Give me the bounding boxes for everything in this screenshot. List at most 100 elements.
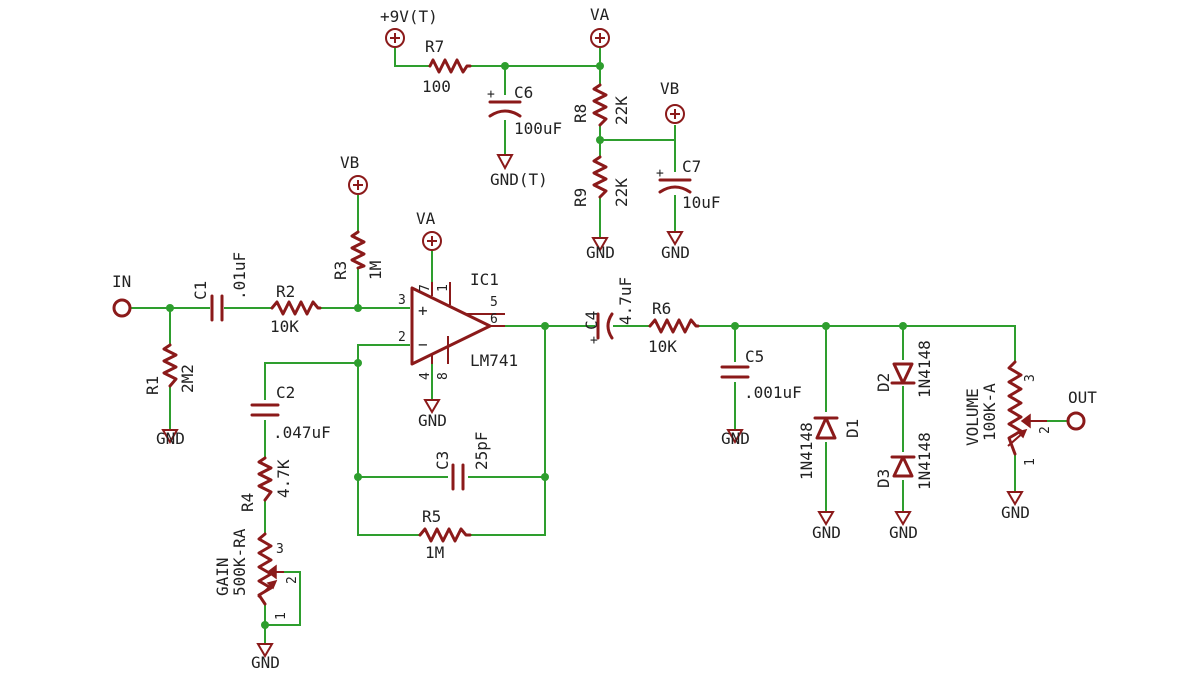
volume-pin2: 2 bbox=[1038, 426, 1053, 434]
ground-ic: GND bbox=[418, 399, 447, 430]
volume-value: 100K-A bbox=[980, 383, 999, 441]
resistor-r3: R3 1M bbox=[331, 230, 385, 280]
resistor-r2: R2 10K bbox=[270, 282, 322, 336]
c1-name: C1 bbox=[191, 281, 210, 300]
ground-gain: GND bbox=[251, 643, 280, 672]
c6-plus: + bbox=[487, 87, 495, 102]
ground-vol: GND bbox=[1001, 491, 1030, 522]
ground-d3: GND bbox=[889, 511, 918, 542]
ground-r1-label: GND bbox=[156, 429, 185, 448]
ground-c5-label: GND bbox=[721, 429, 750, 448]
r9-name: R9 bbox=[571, 188, 590, 207]
resistor-r1: R1 2M2 bbox=[143, 343, 197, 395]
r4-name: R4 bbox=[238, 493, 257, 512]
r8-name: R8 bbox=[571, 104, 590, 123]
junction-dot bbox=[354, 473, 362, 481]
ground-c6-label: GND(T) bbox=[490, 170, 548, 189]
junction-dot bbox=[354, 359, 362, 367]
c1-value: .01uF bbox=[230, 252, 249, 300]
junction-dot bbox=[166, 304, 174, 312]
supply-vb-top-label: VB bbox=[660, 79, 679, 98]
c2-name: C2 bbox=[276, 383, 295, 402]
d3-name: D3 bbox=[874, 469, 893, 488]
ic1-pin6: 6 bbox=[490, 312, 498, 327]
junction-dot bbox=[261, 621, 269, 629]
supply-vb-top: VB bbox=[660, 79, 685, 124]
gain-pin1: 1 bbox=[274, 612, 289, 620]
c3-value: 25pF bbox=[472, 431, 491, 470]
ic1-value: LM741 bbox=[470, 351, 518, 370]
resistor-r8: R8 22K bbox=[571, 83, 631, 127]
ground-d3-label: GND bbox=[889, 523, 918, 542]
capacitor-c2: C2 .047uF bbox=[250, 383, 331, 442]
junction-dot bbox=[501, 62, 509, 70]
r5-value: 1M bbox=[425, 543, 444, 562]
supply-va-top: VA bbox=[590, 5, 610, 48]
c6-value: 100uF bbox=[514, 119, 562, 138]
ground-vol-label: GND bbox=[1001, 503, 1030, 522]
ground-r9: GND bbox=[586, 237, 615, 262]
ground-r9-label: GND bbox=[586, 243, 615, 262]
gain-pin2: 2 bbox=[285, 576, 300, 584]
ground-gain-label: GND bbox=[251, 653, 280, 672]
capacitor-c6: + C6 100uF bbox=[487, 83, 562, 138]
ic1-pin2: 2 bbox=[398, 330, 406, 345]
c4-plus: + bbox=[590, 333, 598, 348]
r7-name: R7 bbox=[425, 37, 444, 56]
junction-dot bbox=[731, 322, 739, 330]
r6-name: R6 bbox=[652, 299, 671, 318]
c2-value: .047uF bbox=[273, 423, 331, 442]
ground-c5: GND bbox=[721, 429, 750, 448]
gain-value: 500K-RA bbox=[230, 528, 249, 596]
ic1-pin1: 1 bbox=[436, 284, 451, 292]
r4-value: 4.7K bbox=[274, 459, 293, 498]
ground-r1: GND bbox=[156, 429, 185, 448]
d1-name: D1 bbox=[843, 419, 862, 438]
junction-dot bbox=[596, 62, 604, 70]
ic1-pin7: 7 bbox=[418, 284, 433, 292]
r2-value: 10K bbox=[270, 317, 299, 336]
resistor-r9: R9 22K bbox=[571, 155, 631, 207]
resistor-r7: R7 100 bbox=[422, 37, 472, 96]
junction-dot bbox=[354, 304, 362, 312]
supply-va-ic-label: VA bbox=[416, 209, 436, 228]
supply-va-ic: VA bbox=[416, 209, 442, 251]
r2-name: R2 bbox=[276, 282, 295, 301]
c4-name: C4 bbox=[582, 311, 601, 330]
opamp-ic1: + − 3 2 7 1 5 6 4 8 IC1 LM741 bbox=[398, 270, 518, 380]
r8-value: 22K bbox=[612, 96, 631, 125]
supply-vb-r3: VB bbox=[340, 153, 368, 195]
c7-plus: + bbox=[656, 166, 664, 181]
volume-name: VOLUME bbox=[963, 388, 982, 446]
junction-dot bbox=[596, 136, 604, 144]
potentiometer-volume: 3 2 1 VOLUME 100K-A bbox=[963, 360, 1053, 466]
supply-9v: +9V(T) bbox=[380, 7, 438, 48]
ic1-minus: − bbox=[418, 335, 428, 354]
diode-d3: D3 1N4148 bbox=[874, 432, 934, 490]
input-jack: IN bbox=[112, 272, 132, 318]
capacitor-c4: + C4 4.7uF bbox=[582, 277, 635, 348]
ic1-pin5: 5 bbox=[490, 295, 498, 310]
r1-name: R1 bbox=[143, 376, 162, 395]
r9-value: 22K bbox=[612, 178, 631, 207]
potentiometer-gain: 3 2 1 GAIN 500K-RA bbox=[213, 528, 300, 620]
capacitor-c7: + C7 10uF bbox=[656, 157, 721, 212]
junction-dot bbox=[541, 322, 549, 330]
supply-vb-r3-label: VB bbox=[340, 153, 359, 172]
r7-value: 100 bbox=[422, 77, 451, 96]
junctions bbox=[166, 62, 907, 629]
ground-ic-label: GND bbox=[418, 411, 447, 430]
ic1-pin4: 4 bbox=[418, 372, 433, 380]
r5-name: R5 bbox=[422, 507, 441, 526]
c7-value: 10uF bbox=[682, 193, 721, 212]
ic1-plus: + bbox=[418, 301, 428, 320]
volume-pin3: 3 bbox=[1023, 374, 1038, 382]
r1-value: 2M2 bbox=[178, 364, 197, 393]
supply-va-top-label: VA bbox=[590, 5, 610, 24]
diode-d2: D2 1N4148 bbox=[874, 340, 934, 398]
volume-pin1: 1 bbox=[1023, 458, 1038, 466]
c6-name: C6 bbox=[514, 83, 533, 102]
ground-d1: GND bbox=[812, 511, 841, 542]
ic1-name: IC1 bbox=[470, 270, 499, 289]
